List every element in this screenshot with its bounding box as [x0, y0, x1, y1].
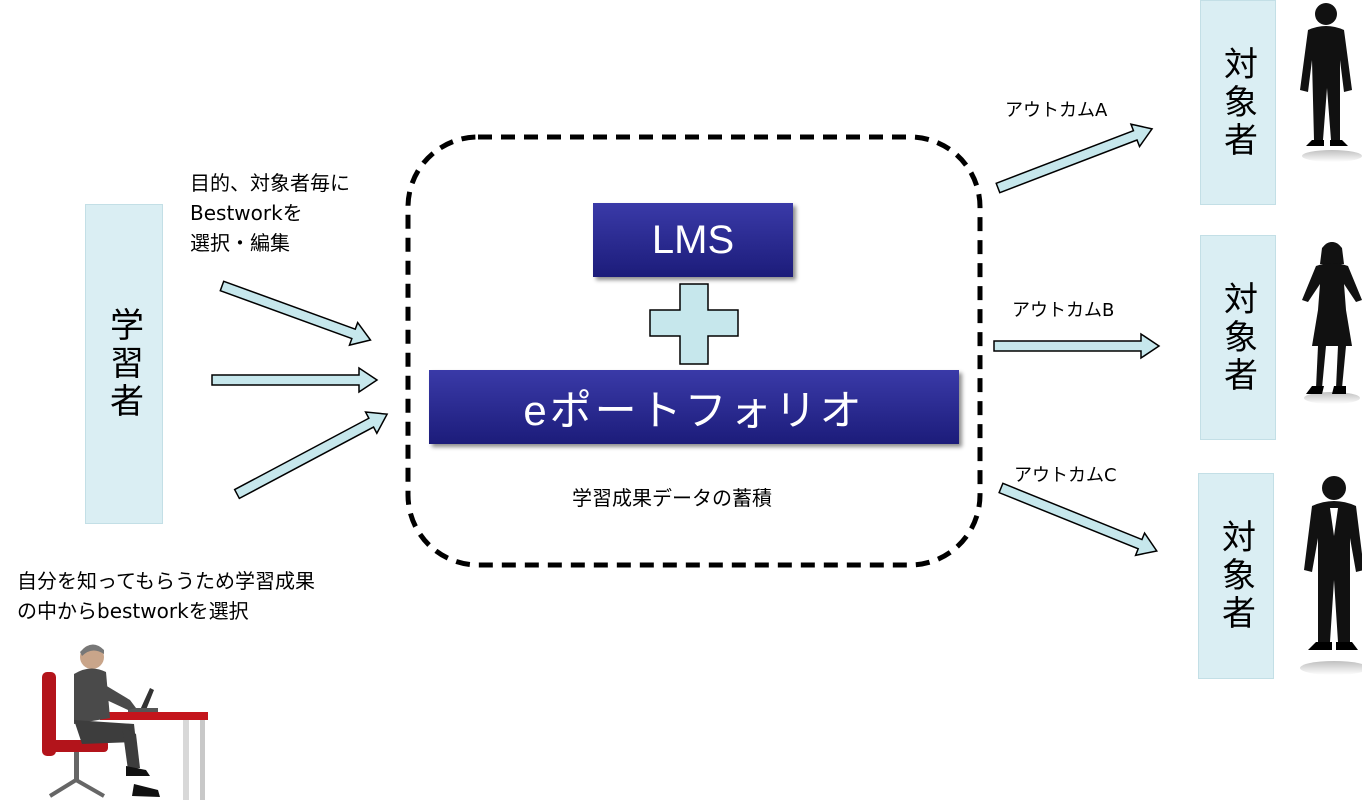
learning-data-caption: 学習成果データの蓄積 — [572, 486, 772, 510]
bottom-note-line: 自分を知ってもらうため学習成果 — [17, 569, 315, 593]
arrow-learner-to-center-middle — [211, 366, 379, 394]
learner-note-line: 目的、対象者毎に — [190, 171, 350, 195]
arrow-learner-to-center-bottom — [233, 411, 389, 500]
lms-label: LMS — [651, 217, 735, 262]
arrow-outcome-b — [993, 332, 1161, 360]
arrow-outcome-a — [995, 123, 1154, 194]
learner-note-line: Bestworkを — [190, 201, 303, 225]
eportfolio-box: eポートフォリオ — [429, 370, 959, 444]
learner-note-line: 選択・編集 — [190, 231, 290, 255]
target-label: 対象者 — [1217, 45, 1258, 160]
arrow-outcome-c — [998, 482, 1159, 557]
man-silhouette-icon — [1300, 476, 1362, 675]
learner-panel: 学習者 — [85, 204, 163, 524]
target-panel-b: 対象者 — [1200, 235, 1276, 440]
bestwork-selection-note: 自分を知ってもらうため学習成果 の中からbestworkを選択 — [17, 566, 315, 626]
outcome-c-label: アウトカムC — [1014, 465, 1117, 486]
plus-icon — [649, 283, 739, 365]
woman-silhouette-icon — [1302, 242, 1362, 404]
outcome-b-label: アウトカムB — [1012, 300, 1115, 321]
learner-selection-note: 目的、対象者毎に Bestworkを 選択・編集 — [190, 168, 350, 258]
target-panel-a: 対象者 — [1200, 0, 1276, 205]
businessman-at-desk-icon — [42, 644, 208, 800]
learner-label: 学習者 — [103, 307, 144, 421]
target-panel-c: 対象者 — [1198, 473, 1274, 679]
target-label: 対象者 — [1215, 519, 1256, 633]
man-silhouette-icon — [1300, 3, 1362, 162]
eportfolio-label: eポートフォリオ — [523, 386, 865, 434]
outcome-a-label: アウトカムA — [1005, 100, 1108, 121]
target-label: 対象者 — [1217, 280, 1258, 395]
lms-box: LMS — [593, 203, 793, 277]
eportfolio-container-dashed-border — [405, 134, 983, 568]
bottom-note-line: の中からbestworkを選択 — [17, 599, 249, 623]
arrow-learner-to-center-top — [219, 280, 372, 347]
